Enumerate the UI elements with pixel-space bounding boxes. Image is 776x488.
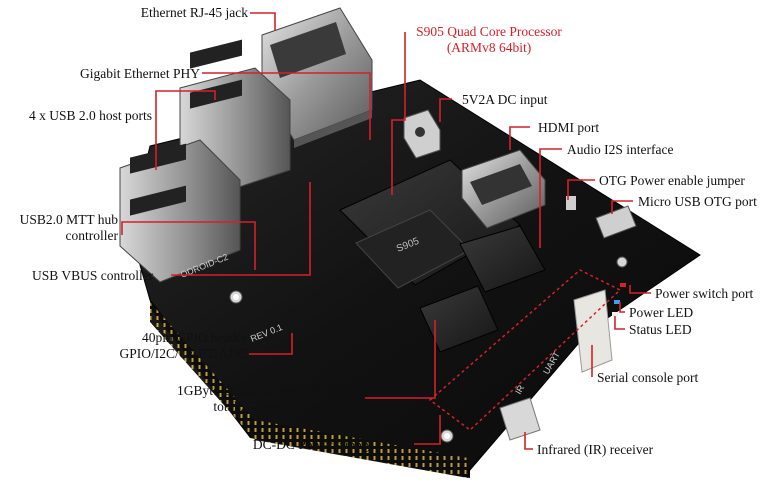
callout-dcdc-text: DC-DC Power supply circuit <box>252 437 410 452</box>
callout-usb-ports-text: 4 x USB 2.0 host ports <box>28 108 152 123</box>
dashed-outline <box>428 269 622 431</box>
callout-ddr3-line2: total 2GByte (2 x 512MB ) <box>213 399 360 414</box>
callout-power-switch-text: Power switch port <box>655 286 754 301</box>
ddr3-chips <box>419 225 546 353</box>
callout-dc-input-text: 5V2A DC input <box>462 92 548 107</box>
dc-input-jack <box>403 109 441 159</box>
callout-mtt-hub-line2: controller <box>65 228 118 243</box>
callout-leader-lines <box>121 12 651 450</box>
callout-status-led-text: Status LED <box>629 322 692 337</box>
callout-ir-receiver-text: Infrared (IR) receiver <box>537 442 654 457</box>
callout-processor-line1: S905 Quad Core Processor <box>416 24 562 39</box>
callout-dcdc: DC-DC Power supply circuit <box>200 437 410 453</box>
callout-ddr3-line1: 1GByte DDR3 SDRAM (Half) of <box>177 383 360 398</box>
leader-gpio <box>249 333 293 355</box>
callout-status-led: Status LED <box>629 322 692 338</box>
callout-gigabit-phy: Gigabit Ethernet PHY <box>40 66 200 82</box>
leader-dcdc <box>414 415 441 445</box>
callout-gpio-header: 40pin GPIO header GPIO/I2C/UART/ADC <box>82 330 247 362</box>
leader-power-switch <box>629 285 651 294</box>
leader-ethernet-jack <box>250 12 276 30</box>
callout-hdmi-text: HDMI port <box>538 120 600 135</box>
callout-usb-ports: 4 x USB 2.0 host ports <box>2 108 152 124</box>
callout-dc-input: 5V2A DC input <box>462 92 548 108</box>
gpio-header-pins <box>150 302 468 478</box>
leader-gigabit-phy <box>202 72 371 140</box>
callout-power-led-text: Power LED <box>629 305 694 320</box>
serial-console-connector <box>573 289 613 373</box>
usb-port-stack <box>119 39 291 283</box>
callout-serial-console: Serial console port <box>597 370 698 386</box>
callout-audio-i2s-text: Audio I2S interface <box>567 142 674 157</box>
leader-vbus <box>171 182 311 276</box>
callout-ethernet-jack-text: Ethernet RJ-45 jack <box>140 5 248 20</box>
leader-ir <box>524 432 533 450</box>
callout-hdmi: HDMI port <box>538 120 599 136</box>
callout-gpio-header-line2: GPIO/I2C/UART/ADC <box>119 346 247 361</box>
callout-vbus: USB VBUS controller <box>32 268 153 284</box>
callout-mtt-hub-line1: USB2.0 MTT hub <box>19 212 118 227</box>
callout-micro-usb-otg: Micro USB OTG port <box>638 194 757 210</box>
callout-vbus-text: USB VBUS controller <box>32 268 154 283</box>
ir-receiver-component <box>499 397 541 441</box>
callout-otg-jumper: OTG Power enable jumper <box>599 173 745 189</box>
callout-power-switch: Power switch port <box>655 286 753 302</box>
leds-and-switch <box>566 196 626 316</box>
callout-serial-console-text: Serial console port <box>597 370 699 385</box>
leader-audio-i2s <box>539 148 562 248</box>
leader-status-led <box>614 316 625 330</box>
callout-audio-i2s: Audio I2S interface <box>567 142 673 158</box>
leader-dc-input <box>439 98 452 122</box>
leader-otg-jumper <box>567 179 595 200</box>
leader-micro-usb <box>611 200 633 214</box>
callout-micro-usb-otg-text: Micro USB OTG port <box>638 194 757 209</box>
leader-usb-ports <box>155 90 216 115</box>
callout-ethernet-jack: Ethernet RJ-45 jack <box>80 5 248 21</box>
leader-processor <box>391 32 406 195</box>
callout-gpio-header-line1: 40pin GPIO header <box>142 330 247 345</box>
callout-processor: S905 Quad Core Processor (ARMv8 64bit) <box>396 24 582 56</box>
callout-gigabit-phy-text: Gigabit Ethernet PHY <box>80 66 200 81</box>
callout-processor-line2: (ARMv8 64bit) <box>446 40 532 55</box>
callout-mtt-hub: USB2.0 MTT hub controller <box>0 212 118 244</box>
leader-mtt-hub <box>121 221 256 270</box>
callout-otg-jumper-text: OTG Power enable jumper <box>599 173 745 188</box>
micro-usb-connector <box>595 205 637 239</box>
hdmi-connector <box>461 149 546 229</box>
callout-power-led: Power LED <box>629 305 693 321</box>
callout-ddr3: 1GByte DDR3 SDRAM (Half) of total 2GByte… <box>160 383 360 415</box>
leader-ddr3 <box>365 320 436 399</box>
callout-ir-receiver: Infrared (IR) receiver <box>537 442 653 458</box>
leader-power-led <box>619 302 625 313</box>
leader-hdmi <box>509 126 530 150</box>
